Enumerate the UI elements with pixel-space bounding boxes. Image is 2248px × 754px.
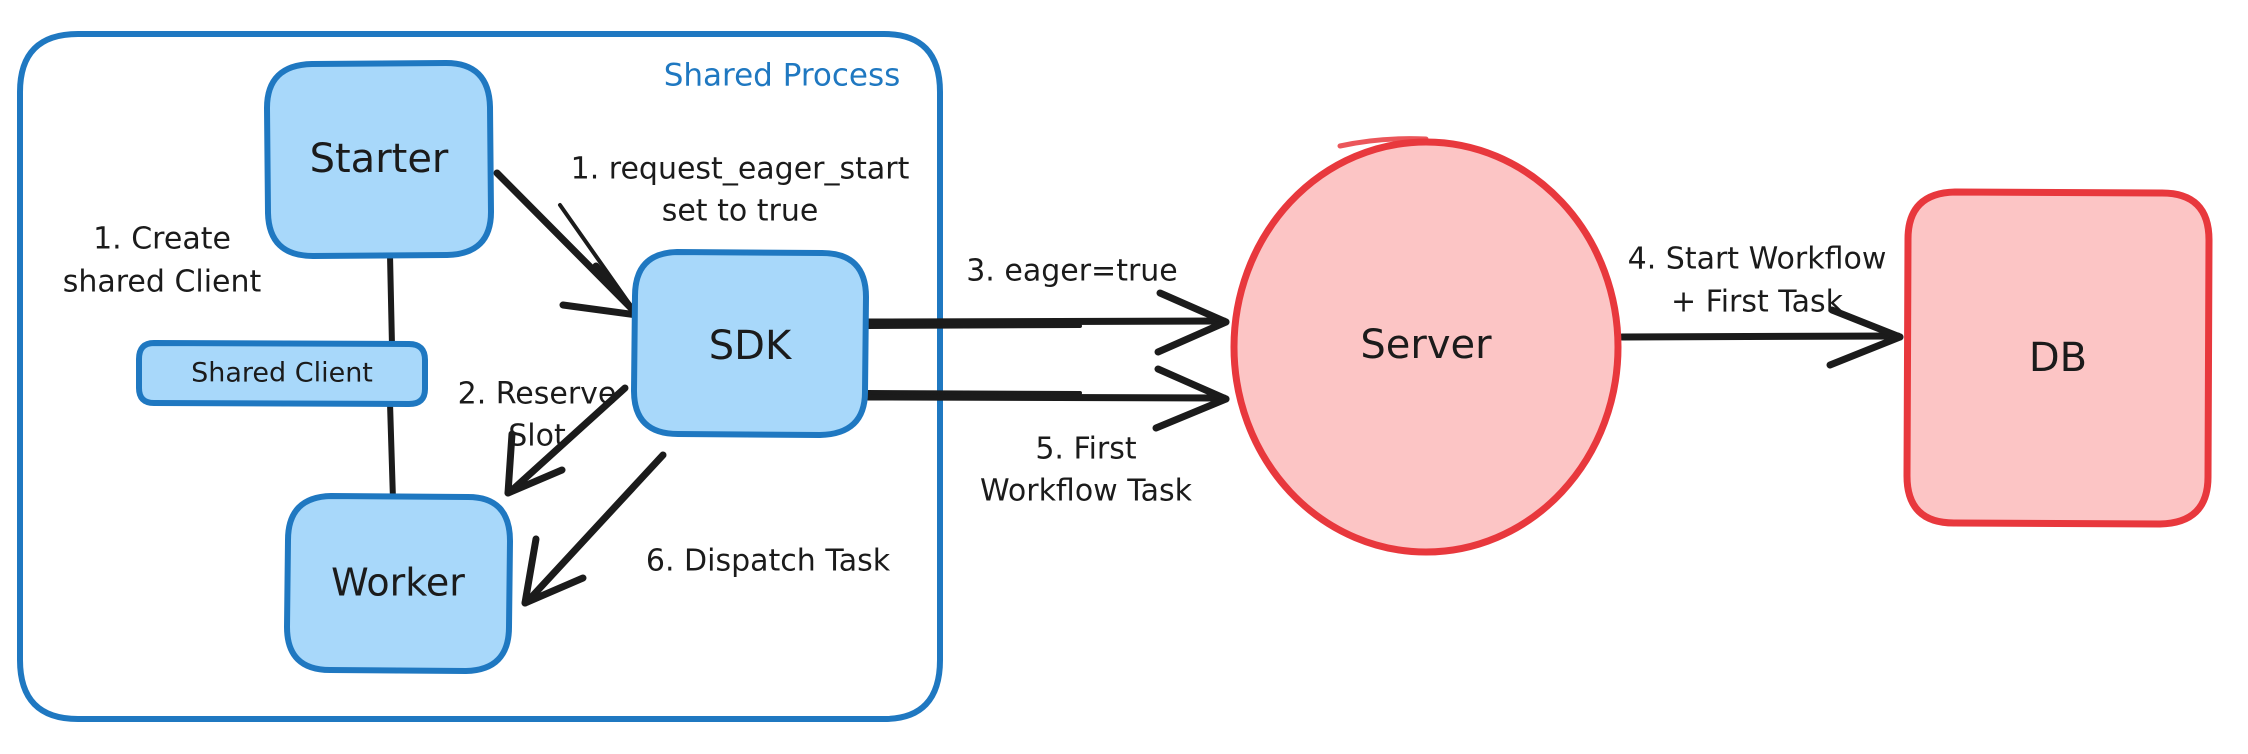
edge-label-line1: 2. Reserve xyxy=(458,377,617,412)
shared-process-border xyxy=(17,31,943,722)
node-starter-label: Starter xyxy=(310,136,449,182)
edge-label-first-workflow-task: 5. First Workflow Task xyxy=(980,432,1193,509)
node-shared-client[interactable]: Shared Client xyxy=(136,340,428,407)
edge-label-line2: shared Client xyxy=(63,265,262,300)
edge-first-workflow-task xyxy=(864,365,1230,432)
edge-label-eager-true: 3. eager=true xyxy=(966,254,1178,289)
edge-request-eager-start xyxy=(493,169,641,319)
edge-dispatch-task xyxy=(521,451,667,607)
edge-label-line1: 4. Start Workflow xyxy=(1628,242,1887,277)
edge-label-line1: 3. eager=true xyxy=(966,254,1178,289)
starter-sharedclient-worker-connector xyxy=(387,252,396,503)
node-shared-client-label: Shared Client xyxy=(191,358,373,389)
edge-label-line2: set to true xyxy=(662,194,819,229)
edge-label-create-shared-client: 1. Create shared Client xyxy=(63,222,262,300)
edge-label-line1: 5. First xyxy=(1035,432,1137,467)
node-worker[interactable]: Worker xyxy=(284,493,513,674)
edge-start-workflow-first-task xyxy=(1618,306,1904,369)
node-db-label: DB xyxy=(2029,335,2087,381)
edge-label-reserve-slot: 2. Reserve Slot xyxy=(458,377,617,454)
shared-process-label: Shared Process xyxy=(664,58,901,94)
edge-label-line1: 6. Dispatch Task xyxy=(646,544,891,579)
edge-reserve-slot xyxy=(504,384,629,497)
edge-label-line2: Slot xyxy=(508,419,566,454)
edge-label-line2: Workflow Task xyxy=(980,474,1193,509)
node-server[interactable]: Server xyxy=(1230,136,1622,556)
edge-label-line1: 1. request_eager_start xyxy=(571,152,910,187)
node-worker-label: Worker xyxy=(331,561,465,605)
node-starter[interactable]: Starter xyxy=(264,60,494,259)
edge-label-line2: + First Task xyxy=(1671,285,1844,320)
node-sdk[interactable]: SDK xyxy=(631,249,869,438)
shared-process-group[interactable]: Shared Process xyxy=(17,31,943,722)
edge-label-request-eager-start: 1. request_eager_start set to true xyxy=(571,152,910,229)
node-sdk-label: SDK xyxy=(709,323,793,369)
node-server-label: Server xyxy=(1360,322,1492,368)
edge-eager-true xyxy=(864,289,1230,356)
edge-label-line1: 1. Create xyxy=(93,222,231,257)
edge-label-start-workflow-first-task: 4. Start Workflow + First Task xyxy=(1628,242,1887,320)
edge-label-dispatch-task: 6. Dispatch Task xyxy=(646,544,891,579)
node-db[interactable]: DB xyxy=(1903,188,2213,528)
